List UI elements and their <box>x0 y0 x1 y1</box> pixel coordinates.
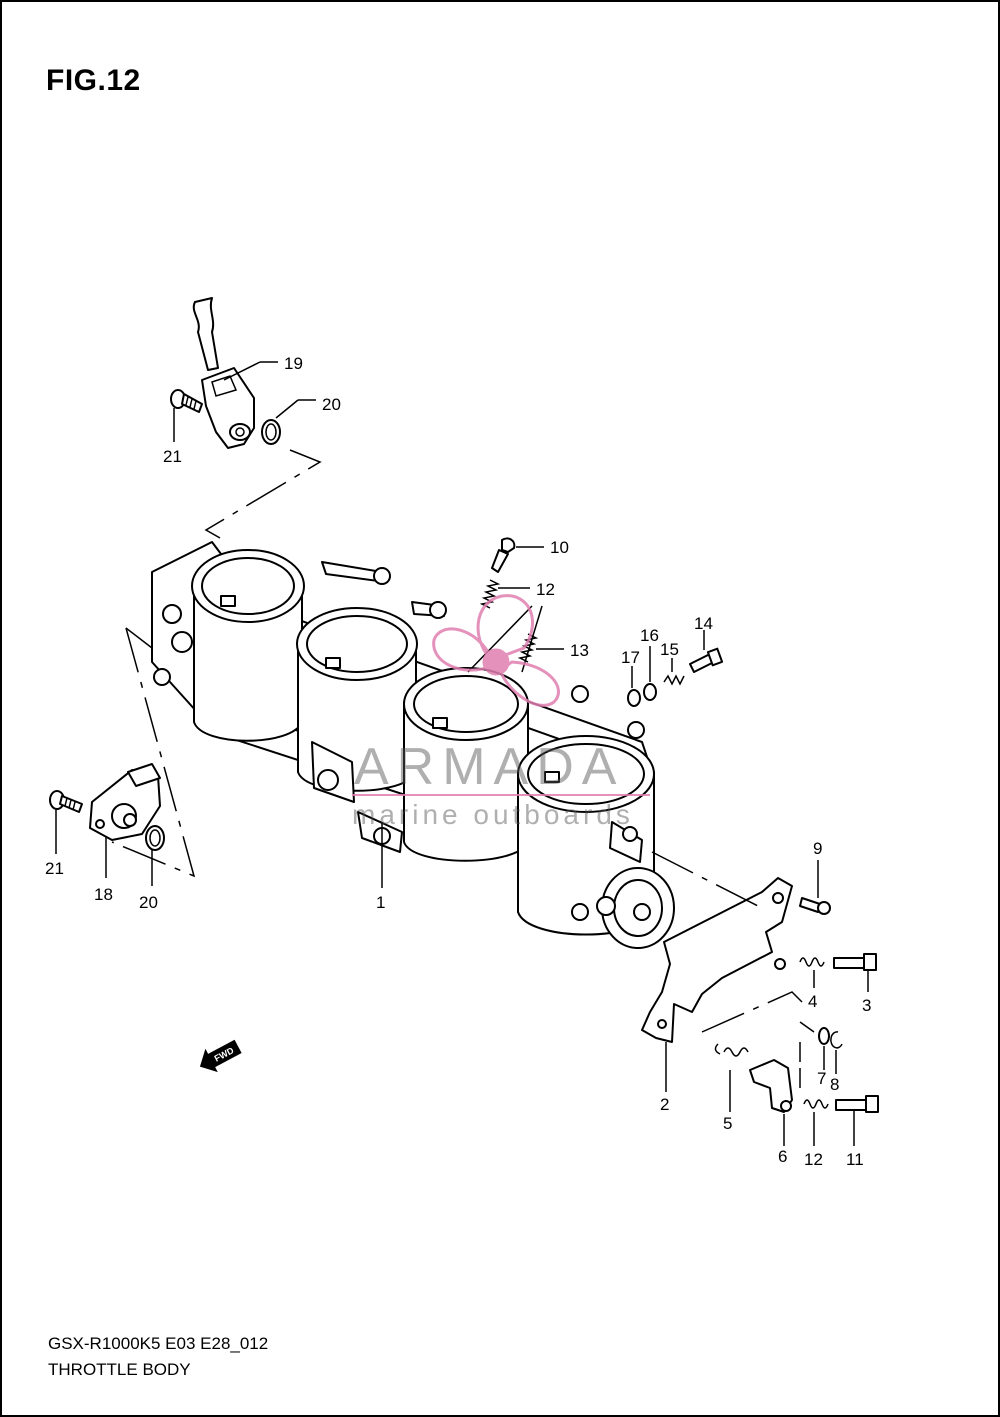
callout-12-lower: 12 <box>804 1150 823 1169</box>
watermark-tagline: marine outboards <box>352 799 634 830</box>
callout-13: 13 <box>570 641 589 660</box>
callout-19: 19 <box>284 354 303 373</box>
callout-3: 3 <box>862 996 871 1015</box>
callout-10: 10 <box>550 538 569 557</box>
spring-12-lower <box>803 1099 829 1146</box>
callout-12-upper: 12 <box>536 580 555 599</box>
lever-6 <box>749 1059 793 1146</box>
bolt-9 <box>799 860 831 915</box>
bracket-2 <box>641 877 793 1092</box>
screw-11 <box>835 1095 879 1146</box>
sensor-19-assembly <box>192 297 278 449</box>
callout-9: 9 <box>813 839 822 858</box>
oring-20-lower <box>145 825 165 886</box>
callout-5: 5 <box>723 1114 732 1133</box>
callout-6: 6 <box>778 1147 787 1166</box>
callout-7: 7 <box>817 1069 826 1088</box>
section-name: THROTTLE BODY <box>48 1360 191 1379</box>
callout-14: 14 <box>694 614 713 633</box>
spring-12-upper <box>479 579 530 609</box>
callout-15: 15 <box>660 640 679 659</box>
screw-10 <box>491 537 544 573</box>
propeller-logo-icon <box>432 594 560 707</box>
screw-3 <box>833 953 877 992</box>
callout-20-upper: 20 <box>322 395 341 414</box>
spring-5 <box>714 1043 749 1112</box>
parts-14-17 <box>627 630 724 707</box>
figure-title: FIG.12 <box>46 64 141 97</box>
model-code: GSX-R1000K5 E03 E28_012 <box>48 1334 269 1353</box>
sensor-18-assembly <box>89 763 161 878</box>
callout-18: 18 <box>94 885 113 904</box>
bolt-21-upper <box>170 389 203 442</box>
throttle-body-1 <box>151 541 675 949</box>
callout-8: 8 <box>830 1075 839 1094</box>
callout-2: 2 <box>660 1095 669 1114</box>
callout-21-lower: 21 <box>45 859 64 878</box>
washer-7-clip-8 <box>799 1021 843 1092</box>
callout-17: 17 <box>621 648 640 667</box>
bolt-21-lower <box>49 790 83 854</box>
callout-21-upper: 21 <box>163 447 182 466</box>
spring-13 <box>517 633 564 663</box>
callout-4: 4 <box>808 992 817 1011</box>
callout-16: 16 <box>640 626 659 645</box>
watermark-brand: ARMADA <box>354 738 624 796</box>
spring-4 <box>799 957 825 988</box>
callout-20-lower: 20 <box>139 893 158 912</box>
fwd-arrow-icon: FWD <box>199 1039 242 1073</box>
watermark: ARMADA marine outboards <box>352 594 650 830</box>
callout-11: 11 <box>846 1150 864 1169</box>
oring-20-upper <box>261 399 316 445</box>
callout-1: 1 <box>376 893 385 912</box>
